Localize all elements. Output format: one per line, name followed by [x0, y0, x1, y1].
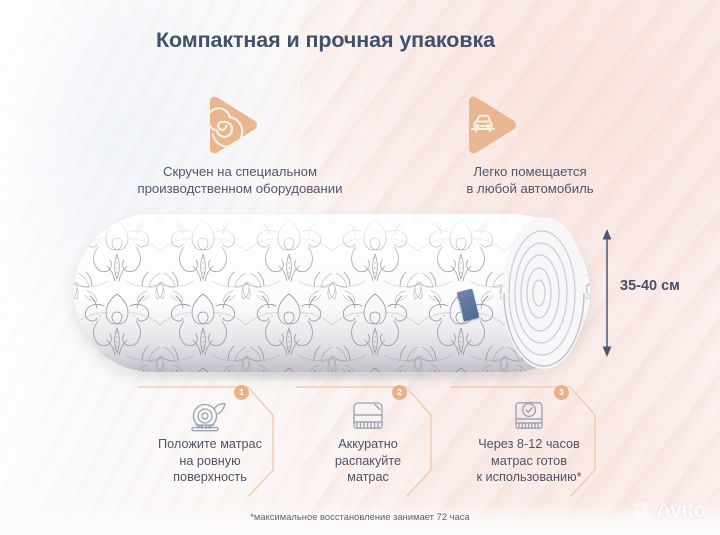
- vertical-double-arrow-icon: [602, 229, 612, 357]
- step-2-text: Аккуратно распакуйте матрас: [288, 436, 448, 486]
- car-icon: [455, 95, 519, 157]
- step-2: 2 Аккуратно распакуйте матрас: [288, 384, 448, 496]
- feature-roll-line1: Скручен на специальном: [162, 164, 318, 179]
- page-title: Компактная и прочная упаковка: [156, 28, 495, 52]
- step-hexagon-outline: [450, 386, 596, 496]
- feature-car-text: Легко помещается в любой автомобиль: [380, 163, 680, 197]
- mattress-check-icon: [515, 402, 543, 429]
- step-1-line1: Положите матрас: [158, 437, 262, 451]
- mattress-icon: [353, 402, 383, 429]
- step-hexagon-outline: [138, 386, 274, 496]
- avito-logo-icon: [633, 502, 651, 520]
- dimension-label: 35-40 см: [620, 278, 680, 294]
- step-3-line3: к использованию*: [476, 470, 582, 484]
- step-2-line1: Аккуратно: [338, 437, 398, 451]
- step-2-line3: матрас: [347, 470, 389, 484]
- step-1-badge: 1: [234, 385, 249, 400]
- rolled-mattress-icon: [191, 403, 226, 432]
- avito-logo-text: Avito: [656, 499, 706, 522]
- step-1: 1 Положите матрас на ровную поверхность: [130, 384, 290, 496]
- step-1-line3: поверхность: [173, 470, 247, 484]
- rolled-mattress-photo: [74, 214, 590, 372]
- step-1-text: Положите матрас на ровную поверхность: [130, 436, 290, 486]
- step-1-line2: на ровную: [179, 453, 241, 468]
- step-3-line2: матрас готов: [491, 453, 567, 468]
- feature-roll-line2: производственном оборудовании: [137, 181, 343, 196]
- feature-car-line1: Легко помещается: [473, 164, 587, 179]
- footnote: *максимальное восстановление занимает 72…: [250, 512, 470, 522]
- step-2-badge: 2: [392, 385, 407, 400]
- step-3: 3 Через 8-12 часов матрас готов к исполь…: [442, 384, 616, 496]
- feature-car-line2: в любой автомобиль: [466, 181, 594, 196]
- step-2-line2: распакуйте: [334, 453, 402, 468]
- dimension-indicator: 35-40 см: [598, 228, 710, 358]
- bottom-fade: [0, 503, 720, 535]
- feature-roll-text: Скручен на специальном производственном …: [60, 163, 420, 197]
- step-3-line1: Через 8-12 часов: [478, 437, 580, 451]
- spiral-roll-icon: [196, 95, 260, 157]
- avito-watermark: Avito: [632, 499, 706, 523]
- steps-row: 1 Положите матрас на ровную поверхность: [120, 384, 604, 496]
- roll-spiral-end: [502, 217, 586, 369]
- step-hexagon-outline: [296, 386, 432, 496]
- step-3-badge: 3: [554, 385, 569, 400]
- step-3-text: Через 8-12 часов матрас готов к использо…: [442, 436, 616, 486]
